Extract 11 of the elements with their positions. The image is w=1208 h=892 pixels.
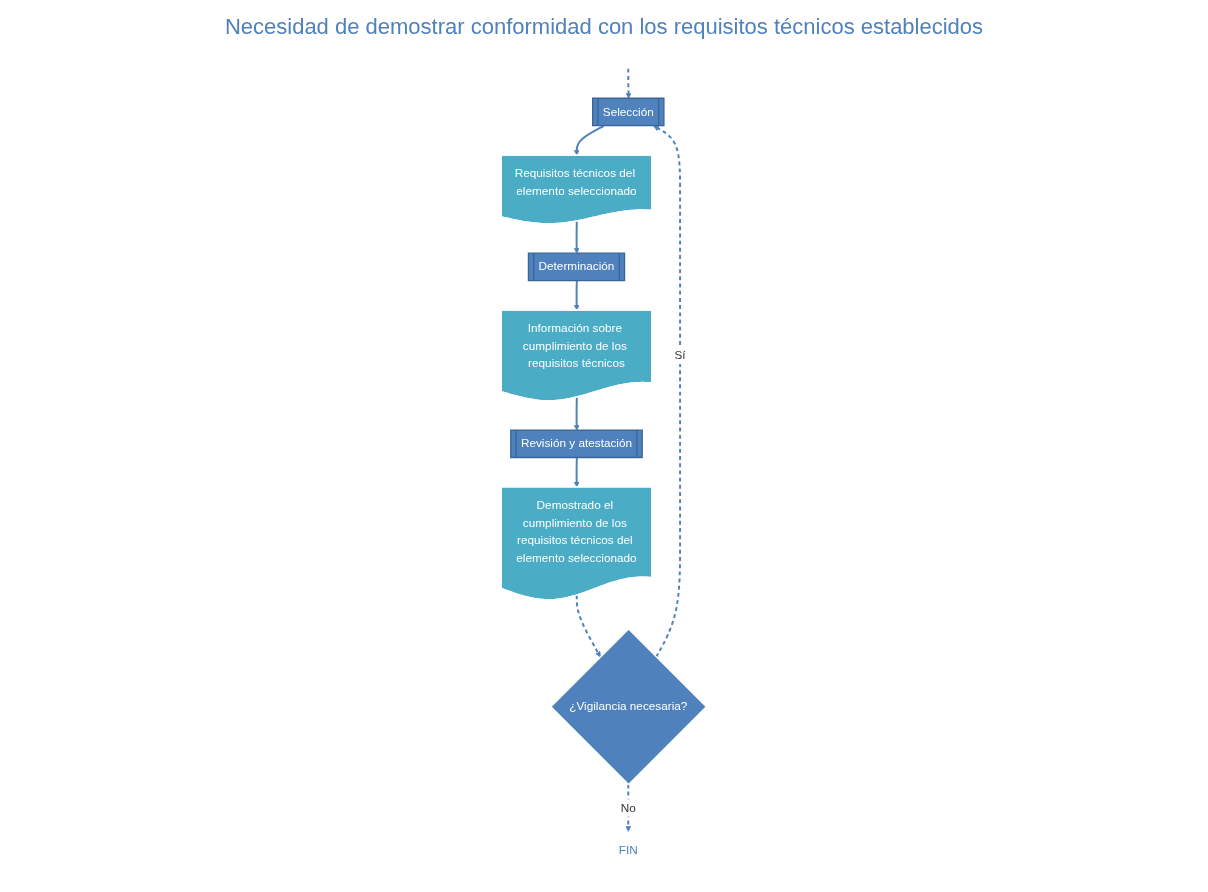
arrow bbox=[574, 220, 580, 254]
edge-label: No bbox=[620, 801, 636, 815]
node-diamond: ¿Vigilancia necesaria? bbox=[550, 628, 708, 786]
edge-label: Sí bbox=[674, 348, 686, 362]
arrow bbox=[625, 67, 632, 99]
node-text: FIN bbox=[618, 843, 638, 857]
arrow bbox=[575, 594, 601, 658]
diagram-title: Necesidad de demostrar conformidad con los requisitos técnicos establecidos bbox=[223, 13, 985, 41]
arrow bbox=[574, 125, 605, 156]
arrow bbox=[653, 125, 682, 658]
arrow bbox=[574, 396, 580, 431]
